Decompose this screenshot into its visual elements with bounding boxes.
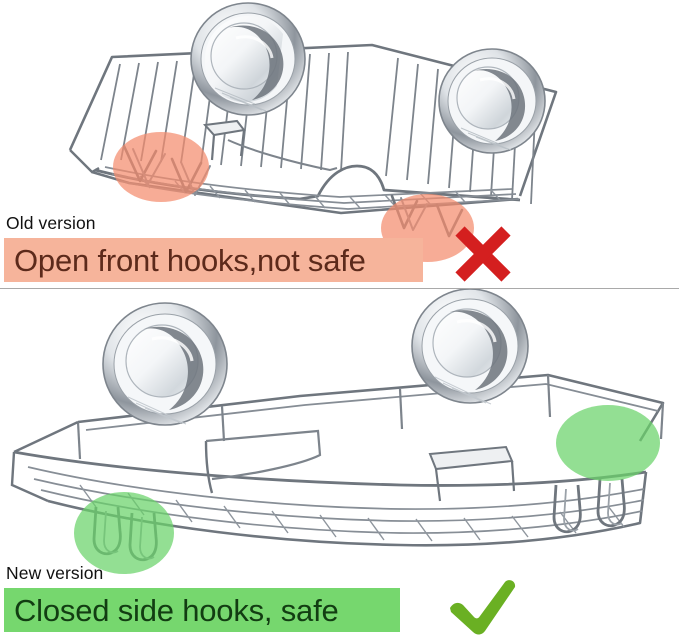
new-version-claim-band: Closed side hooks, safe <box>4 588 400 632</box>
suction-cup-left <box>102 302 228 426</box>
suction-cup-right <box>438 48 546 154</box>
cross-icon <box>452 223 514 285</box>
old-version-product-illustration <box>0 0 679 288</box>
new-version-claim-text: Closed side hooks, safe <box>14 592 339 628</box>
closed-side-hooks-right <box>552 478 626 534</box>
new-version-panel: New version <box>0 289 679 636</box>
old-version-claim-text: Open front hooks,not safe <box>14 242 366 278</box>
old-version-label: Old version <box>6 213 96 233</box>
new-version-product-illustration <box>0 289 679 636</box>
suction-cup-right <box>411 289 529 405</box>
new-version-label: New version <box>6 563 104 583</box>
check-icon <box>447 579 519 636</box>
panel-divider <box>0 288 679 289</box>
suction-cup-left <box>190 2 306 116</box>
old-version-claim-band: Open front hooks,not safe <box>4 238 423 282</box>
